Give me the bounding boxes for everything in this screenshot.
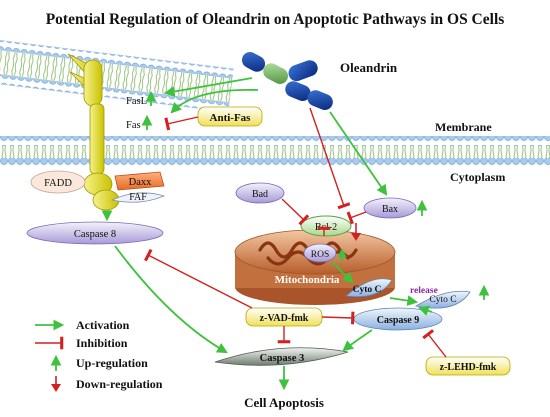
caspase-9-label: Caspase 9 bbox=[377, 315, 420, 326]
caspase-3-label: Caspase 3 bbox=[260, 353, 305, 364]
bad-shape bbox=[235, 182, 285, 204]
ros-shape bbox=[303, 243, 337, 263]
caspase9-to-caspase3-arrow bbox=[342, 329, 373, 352]
ros-to-cytoc-arrow bbox=[331, 261, 354, 284]
bax-shape bbox=[363, 197, 417, 219]
inhibition-lines bbox=[144, 107, 447, 358]
bad-label: Bad bbox=[252, 189, 268, 200]
lower-membrane bbox=[0, 136, 550, 168]
caspase-8-shape bbox=[26, 221, 164, 245]
legend: Activation Inhibition Up-regulation Down… bbox=[35, 318, 163, 392]
legend-down-regulation-label: Down-regulation bbox=[76, 377, 163, 391]
cyto-c-outer-shape bbox=[414, 290, 471, 309]
ros-label: ROS bbox=[311, 250, 329, 260]
bax-label: Bax bbox=[382, 204, 398, 215]
caspase-8-label: Caspase 8 bbox=[74, 229, 116, 240]
z-vad-fmk-label: z-VAD-fmk bbox=[260, 313, 309, 324]
fadd-shape bbox=[30, 170, 86, 194]
legend-inhibition-label: Inhibition bbox=[76, 336, 128, 350]
anti-fas-inhibit bbox=[164, 116, 199, 131]
caspase8-to-caspase3-arrow bbox=[114, 245, 228, 354]
cyto-c-outer-label: Cyto C bbox=[429, 295, 456, 305]
zvad-inhibits-caspase8 bbox=[144, 248, 253, 309]
cell-apoptosis-label: Cell Apoptosis bbox=[244, 395, 324, 410]
cytoplasm-label: Cytoplasm bbox=[450, 170, 505, 184]
fasl-label: FasL bbox=[126, 96, 147, 107]
oleandrin-capsules bbox=[241, 52, 333, 110]
cyto-c-inner-label: Cyto C bbox=[353, 285, 382, 295]
faf-shape bbox=[110, 192, 166, 203]
zvad-inhibits-caspase9 bbox=[321, 311, 355, 325]
daxx-label: Daxx bbox=[129, 177, 152, 188]
activation-arrows bbox=[114, 77, 433, 391]
bcl-2-shape bbox=[300, 215, 352, 237]
legend-activation-label: Activation bbox=[76, 318, 130, 332]
membrane-label: Membrane bbox=[435, 120, 492, 134]
fas-label: Fas bbox=[126, 120, 141, 131]
fadd-label: FADD bbox=[44, 178, 72, 189]
z-lehd-fmk-box bbox=[425, 356, 511, 376]
oleandrin-to-fas-arrow bbox=[170, 88, 259, 114]
bcl-2-label: Bcl-2 bbox=[315, 222, 337, 233]
anti-fas-box bbox=[197, 106, 263, 127]
oleandrin-to-bax-arrow bbox=[329, 111, 388, 196]
cytoc-to-caspase9-arrow bbox=[417, 305, 433, 316]
cytoc-release-arrow bbox=[389, 295, 419, 306]
oleandrin-label: Oleandrin bbox=[340, 60, 398, 75]
oleandrin-to-fasl-arrow bbox=[163, 77, 253, 97]
legend-up-regulation-label: Up-regulation bbox=[76, 356, 148, 370]
cyto-c-inner-shape bbox=[345, 278, 393, 298]
caspase-3-shape bbox=[214, 347, 349, 366]
mitochondria-label: Mitochondria bbox=[275, 274, 340, 286]
fas-receptor bbox=[67, 53, 120, 211]
release-label: release bbox=[410, 286, 438, 296]
bax-to-mitochondria bbox=[346, 211, 367, 225]
bad-inhibits-bcl2 bbox=[281, 198, 310, 226]
oleandrin-inhibits-bcl2 bbox=[309, 107, 351, 210]
anti-fas-label: Anti-Fas bbox=[210, 112, 252, 124]
faf-label: FAF bbox=[129, 192, 147, 203]
z-lehd-fmk-label: z-LEHD-fmk bbox=[440, 362, 497, 373]
diagram-title: Potential Regulation of Oleandrin on Apo… bbox=[46, 11, 505, 28]
daxx-shape bbox=[114, 171, 165, 191]
zlehd-inhibits-caspase9 bbox=[422, 329, 447, 358]
upper-membrane bbox=[0, 39, 234, 113]
